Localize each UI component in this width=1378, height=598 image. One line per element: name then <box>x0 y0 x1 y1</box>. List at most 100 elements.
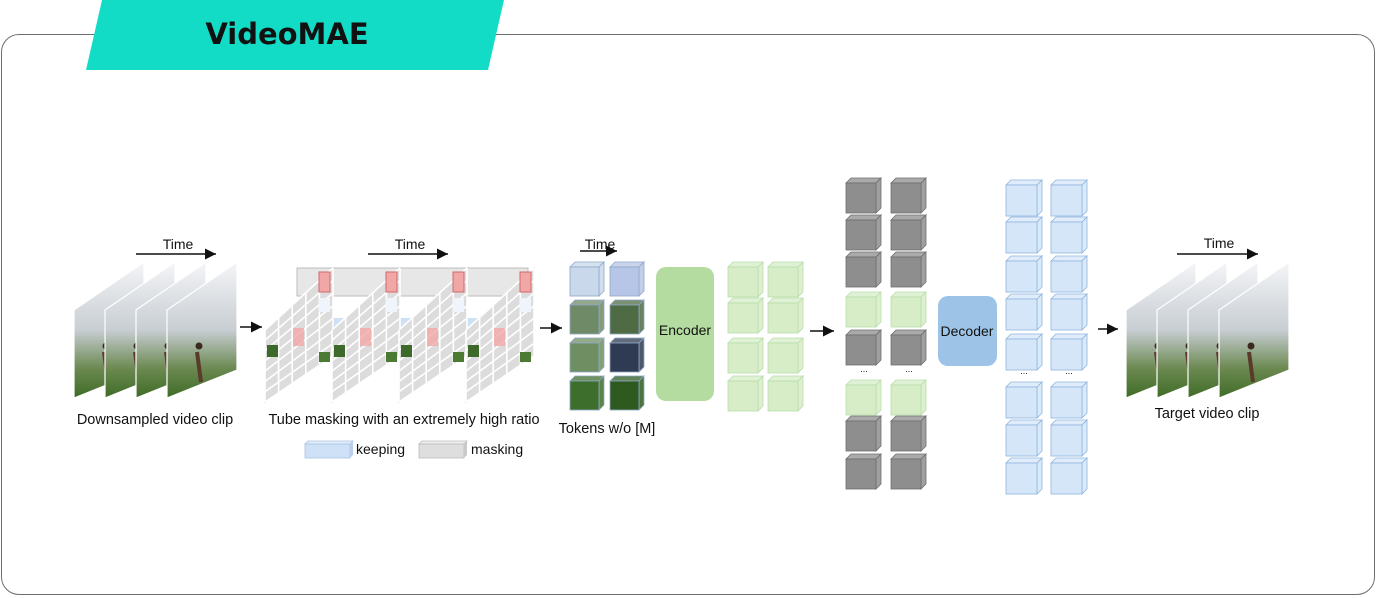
mask-token <box>845 214 882 251</box>
reconstructed-token <box>1005 381 1043 419</box>
visible-patch <box>520 298 531 312</box>
decoder-block: Decoder <box>938 296 997 366</box>
masked-patch-marker <box>519 271 532 293</box>
masked-frame <box>398 266 468 403</box>
tube-masking <box>264 266 535 403</box>
visible-token <box>569 337 605 373</box>
decoder-input-tokens: ...... <box>845 177 927 490</box>
latent-token <box>767 375 804 412</box>
reconstructed-token <box>1005 419 1043 457</box>
visible-tokens <box>569 261 645 411</box>
masked-frame <box>331 266 401 403</box>
visible-token <box>609 375 645 411</box>
mask-token <box>845 251 882 288</box>
mask-token <box>890 214 927 251</box>
latent-token <box>890 291 927 328</box>
mask-token <box>845 329 882 366</box>
latent-token <box>845 379 882 416</box>
ellipsis-label: ... <box>860 364 868 374</box>
reconstructed-token <box>1005 457 1043 495</box>
legend-masking-label: masking <box>471 441 523 457</box>
reconstructed-token <box>1050 179 1088 217</box>
masking-caption: Tube masking with an extremely high rati… <box>268 412 539 428</box>
masked-patch-marker <box>494 328 505 346</box>
target-video-clip <box>1125 260 1290 399</box>
visible-token <box>609 299 645 335</box>
latent-token <box>890 379 927 416</box>
legend-keeping-swatch <box>304 440 354 459</box>
ellipsis-label: ... <box>1020 366 1028 376</box>
mask-token <box>890 177 927 214</box>
visible-patch <box>453 298 464 312</box>
title-tab <box>86 0 504 70</box>
encoded-tokens <box>727 261 804 412</box>
masked-patch-marker <box>452 271 465 293</box>
reconstructed-token <box>1005 255 1043 293</box>
input-frame <box>166 260 238 399</box>
legend: keeping masking <box>304 440 523 459</box>
latent-token <box>845 291 882 328</box>
time-label: Time <box>163 236 194 252</box>
visible-patch <box>334 345 345 357</box>
visible-patch <box>386 352 397 362</box>
latent-token <box>767 297 804 334</box>
latent-token <box>767 337 804 374</box>
masked-frame <box>465 266 535 403</box>
reconstructed-token <box>1050 216 1088 254</box>
masked-patch-marker <box>293 328 304 346</box>
target-time-arrow: Time <box>1177 235 1258 260</box>
reconstructed-token <box>1050 457 1088 495</box>
mask-token <box>845 177 882 214</box>
masked-frame <box>264 266 334 403</box>
page-title: VideoMAE <box>205 17 369 51</box>
encoder-block: Encoder <box>656 267 714 401</box>
mask-token <box>890 251 927 288</box>
reconstructed-token <box>1005 293 1043 331</box>
target-caption: Target video clip <box>1155 406 1260 422</box>
masked-patch-marker <box>360 328 371 346</box>
visible-patch <box>401 345 412 357</box>
decoder-label: Decoder <box>941 323 994 339</box>
visible-token <box>569 375 605 411</box>
input-caption: Downsampled video clip <box>77 412 233 428</box>
legend-masking-swatch <box>418 440 468 459</box>
latent-token <box>727 337 764 374</box>
latent-token <box>727 261 764 298</box>
visible-patch <box>267 345 278 357</box>
mask-token <box>845 453 882 490</box>
input-video-clip <box>73 260 238 399</box>
reconstructed-token <box>1005 216 1043 254</box>
latent-token <box>767 261 804 298</box>
input-time-arrow: Time <box>136 236 216 260</box>
time-label: Time <box>395 236 426 252</box>
visible-patch <box>468 345 479 357</box>
decoder-output-tokens: ...... <box>1005 179 1088 495</box>
visible-patch <box>453 352 464 362</box>
tokens-time-arrow: Time <box>580 236 617 257</box>
visible-patch <box>386 298 397 312</box>
tokens-caption: Tokens w/o [M] <box>559 421 656 437</box>
legend-keeping-label: keeping <box>356 441 405 457</box>
ellipsis-label: ... <box>1065 366 1073 376</box>
visible-token <box>609 337 645 373</box>
mask-token <box>890 329 927 366</box>
reconstructed-token <box>1050 333 1088 371</box>
visible-patch <box>520 352 531 362</box>
visible-token <box>609 261 645 297</box>
reconstructed-token <box>1050 381 1088 419</box>
visible-patch <box>319 352 330 362</box>
visible-patch <box>319 298 330 312</box>
masked-patch-marker <box>318 271 331 293</box>
masking-time-arrow: Time <box>368 236 448 260</box>
reconstructed-token <box>1050 255 1088 293</box>
mask-token <box>890 415 927 452</box>
reconstructed-token <box>1050 293 1088 331</box>
reconstructed-token <box>1005 333 1043 371</box>
masked-patch-marker <box>385 271 398 293</box>
mask-token <box>890 453 927 490</box>
encoder-label: Encoder <box>659 322 711 338</box>
visible-token <box>569 299 605 335</box>
target-frame <box>1218 260 1290 399</box>
ellipsis-label: ... <box>905 364 913 374</box>
